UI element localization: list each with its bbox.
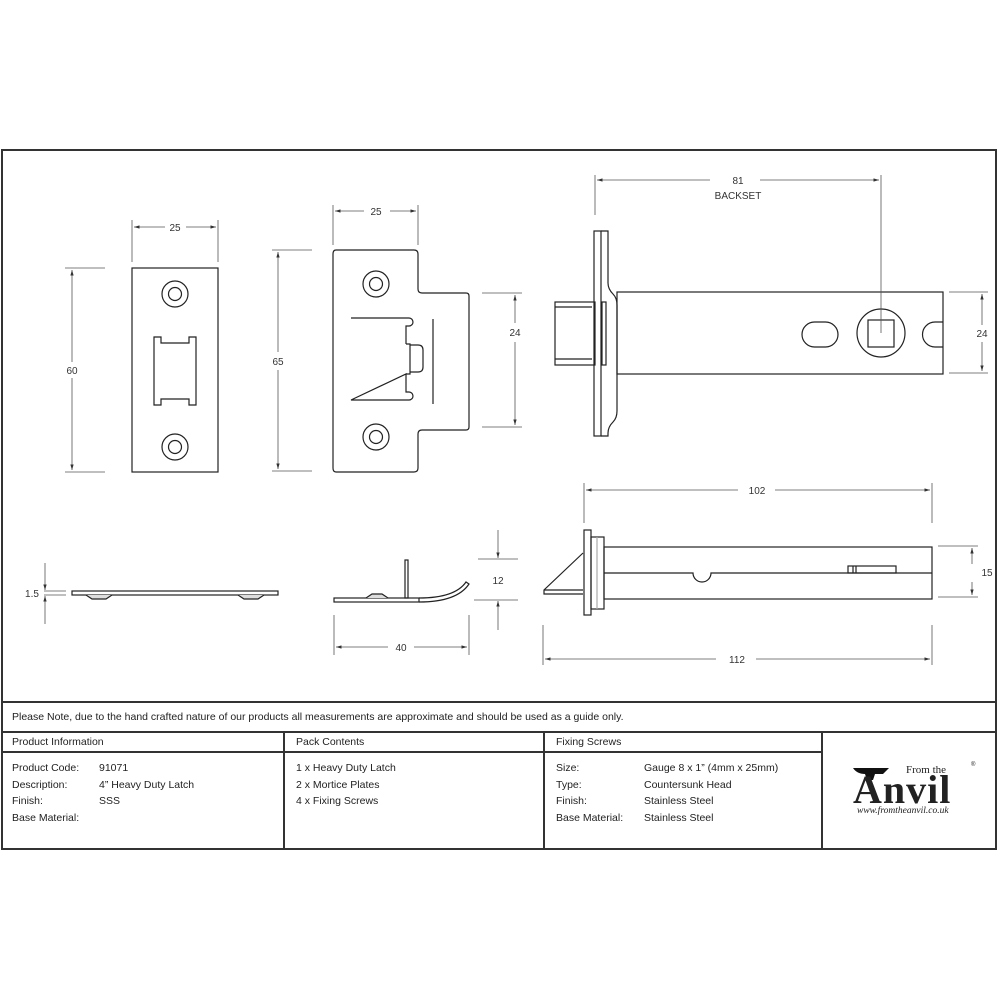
screw-value: Gauge 8 x 1” (4mm x 25mm) [644, 762, 779, 774]
pack-item: 2 x Mortice Plates [296, 778, 380, 791]
dim-plate-thickness: 1.5 [25, 589, 39, 600]
info-key: Finish: [12, 795, 43, 808]
pack-contents-panel: Pack Contents 1 x Heavy Duty Latch 2 x M… [285, 731, 545, 850]
info-key: Product Code: [12, 762, 80, 774]
info-row: Finish: SSS [12, 793, 283, 810]
flat-plate-profile [71, 590, 279, 600]
screw-value: Countersunk Head [644, 778, 732, 791]
info-key: Description: [12, 778, 68, 791]
dim-latch-depth: 15 [981, 568, 993, 579]
logo-url: www.fromtheanvil.co.uk [857, 806, 949, 816]
dim-overall-length: 112 [729, 655, 745, 666]
screw-value: Stainless Steel [644, 811, 714, 824]
fixing-screws-panel: Fixing Screws Size: Gauge 8 x 1” (4mm x 2… [545, 731, 823, 850]
logo-brand: Anvil [853, 767, 952, 812]
product-information-panel: Product Information Product Code: 91071 D… [1, 731, 285, 850]
dim-plate-height: 60 [66, 366, 78, 377]
from-the-anvil-logo: From the Anvil ® www.fromtheanvil.co.uk [853, 762, 983, 822]
fixing-screws-header: Fixing Screws [545, 733, 821, 753]
dim-tee-tongue: 24 [509, 328, 521, 339]
tee-plate-profile [333, 559, 470, 603]
flat-striker-plate [131, 267, 219, 473]
tee-striker-plate [332, 249, 470, 473]
screw-key: Finish: [556, 795, 587, 808]
logo-small-text: From the [906, 764, 947, 776]
technical-drawing: 25 60 25 65 24 81 BACKSET 24 102 112 15 … [25, 175, 993, 666]
info-value: SSS [99, 795, 121, 808]
info-key: Base Material: [12, 811, 80, 824]
info-row: Product Code: 91071 [12, 760, 283, 777]
dim-backset-label: BACKSET [715, 191, 762, 202]
latch-front-view [554, 230, 944, 437]
screw-row: Type: Countersunk Head [556, 777, 821, 794]
dim-tee-width: 25 [370, 207, 382, 218]
screw-key: Base Material: [556, 811, 624, 824]
dim-tee-profile-width: 40 [395, 643, 407, 654]
dim-case-length: 102 [749, 486, 766, 497]
dim-tee-profile-height: 12 [492, 576, 504, 587]
screw-value: Stainless Steel [644, 795, 714, 808]
info-row: Base Material: [12, 810, 283, 827]
pack-item: 4 x Fixing Screws [296, 795, 379, 808]
anvil-icon [853, 768, 889, 780]
screw-row: Finish: Stainless Steel [556, 793, 821, 810]
screw-key: Size: [556, 762, 580, 774]
dim-backset-value: 81 [732, 176, 744, 187]
screw-row: Base Material: Stainless Steel [556, 810, 821, 827]
info-row: Description: 4” Heavy Duty Latch [12, 777, 283, 794]
pack-item: 1 x Heavy Duty Latch [296, 762, 396, 774]
drawing-frame [1, 149, 997, 850]
info-value: 91071 [99, 762, 129, 774]
pack-contents-header: Pack Contents [285, 733, 543, 753]
screw-key: Type: [556, 778, 582, 791]
info-value: 4” Heavy Duty Latch [99, 778, 195, 791]
dim-plate-width: 25 [169, 223, 181, 234]
logo-panel [823, 731, 997, 850]
dim-latch-height: 24 [976, 329, 988, 340]
registered-mark: ® [971, 762, 976, 768]
latch-side-view [543, 529, 933, 616]
product-information-header: Product Information [1, 733, 283, 753]
measurement-note: Please Note, due to the hand crafted nat… [1, 701, 997, 731]
screw-row: Size: Gauge 8 x 1” (4mm x 25mm) [556, 760, 821, 777]
dim-tee-height: 65 [272, 357, 284, 368]
